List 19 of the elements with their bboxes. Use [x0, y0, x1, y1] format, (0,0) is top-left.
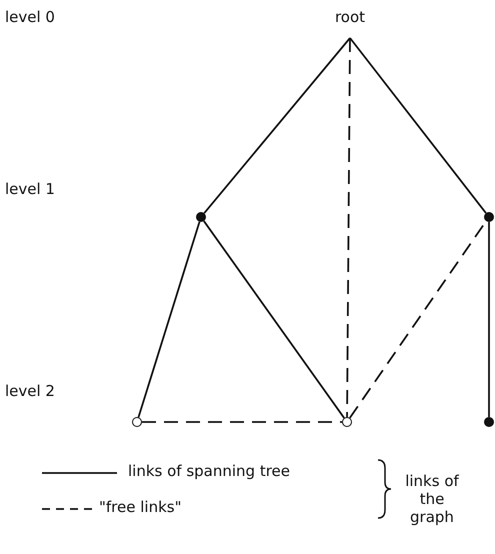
open-vertex: [342, 417, 352, 427]
tree-link: [349, 37, 487, 214]
filled-vertex: [484, 212, 494, 222]
brace-note: links of the graph: [404, 472, 460, 526]
legend-label: "free links": [99, 498, 182, 516]
tree-link: [138, 222, 200, 418]
tree-link: [204, 37, 351, 214]
free-link: [142, 421, 342, 423]
level-label: level 2: [5, 382, 55, 400]
free-link: [346, 38, 351, 417]
root-label: root: [334, 7, 366, 26]
level-label: level 1: [5, 180, 55, 198]
open-vertex: [132, 417, 142, 427]
filled-vertex: [484, 417, 494, 427]
tree-link: [488, 222, 490, 417]
level-label: level 0: [5, 8, 55, 26]
filled-vertex: [196, 212, 206, 222]
legend-label: links of spanning tree: [128, 462, 290, 480]
tree-link: [203, 220, 345, 418]
